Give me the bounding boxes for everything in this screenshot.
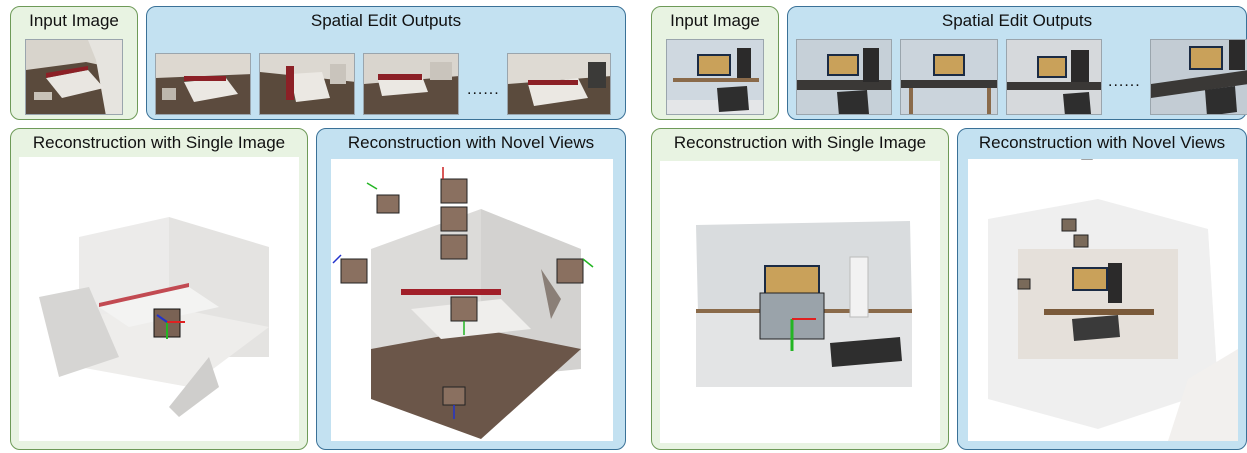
right-outputs-title: Spatial Edit Outputs [941, 11, 1093, 30]
right-novel-reconstruction [968, 159, 1238, 441]
right-single-panel: Reconstruction with Single Image [651, 128, 949, 450]
right-input-title: Input Image [670, 11, 760, 30]
left-edit-output-3 [363, 53, 459, 115]
right-outputs-ellipsis: ...... [1108, 73, 1141, 90]
left-outputs-panel: Spatial Edit Outputs ...... [146, 6, 626, 120]
right-single-reconstruction [660, 161, 940, 443]
left-input-panel: Input Image [10, 6, 138, 120]
left-novel-title: Reconstruction with Novel Views [347, 133, 595, 152]
right-novel-panel: Reconstruction with Novel Views [957, 128, 1247, 450]
right-outputs-panel: Spatial Edit Outputs ...... [787, 6, 1247, 120]
left-edit-output-2 [259, 53, 355, 115]
right-edit-output-2 [900, 39, 998, 115]
left-single-title: Reconstruction with Single Image [32, 133, 286, 152]
left-novel-reconstruction [331, 159, 613, 441]
left-outputs-ellipsis: ...... [467, 81, 500, 98]
right-input-panel: Input Image [651, 6, 779, 120]
left-edit-output-4 [507, 53, 611, 115]
right-novel-title: Reconstruction with Novel Views [978, 133, 1226, 152]
left-outputs-title: Spatial Edit Outputs [310, 11, 462, 30]
left-input-title: Input Image [29, 11, 119, 30]
right-input-image [666, 39, 764, 115]
left-novel-panel: Reconstruction with Novel Views [316, 128, 626, 450]
left-single-reconstruction [19, 157, 299, 441]
left-single-panel: Reconstruction with Single Image [10, 128, 308, 450]
left-input-image [25, 39, 123, 115]
right-single-title: Reconstruction with Single Image [673, 133, 927, 152]
left-edit-output-1 [155, 53, 251, 115]
right-edit-output-4 [1150, 39, 1247, 115]
right-edit-output-3 [1006, 39, 1102, 115]
right-edit-output-1 [796, 39, 892, 115]
